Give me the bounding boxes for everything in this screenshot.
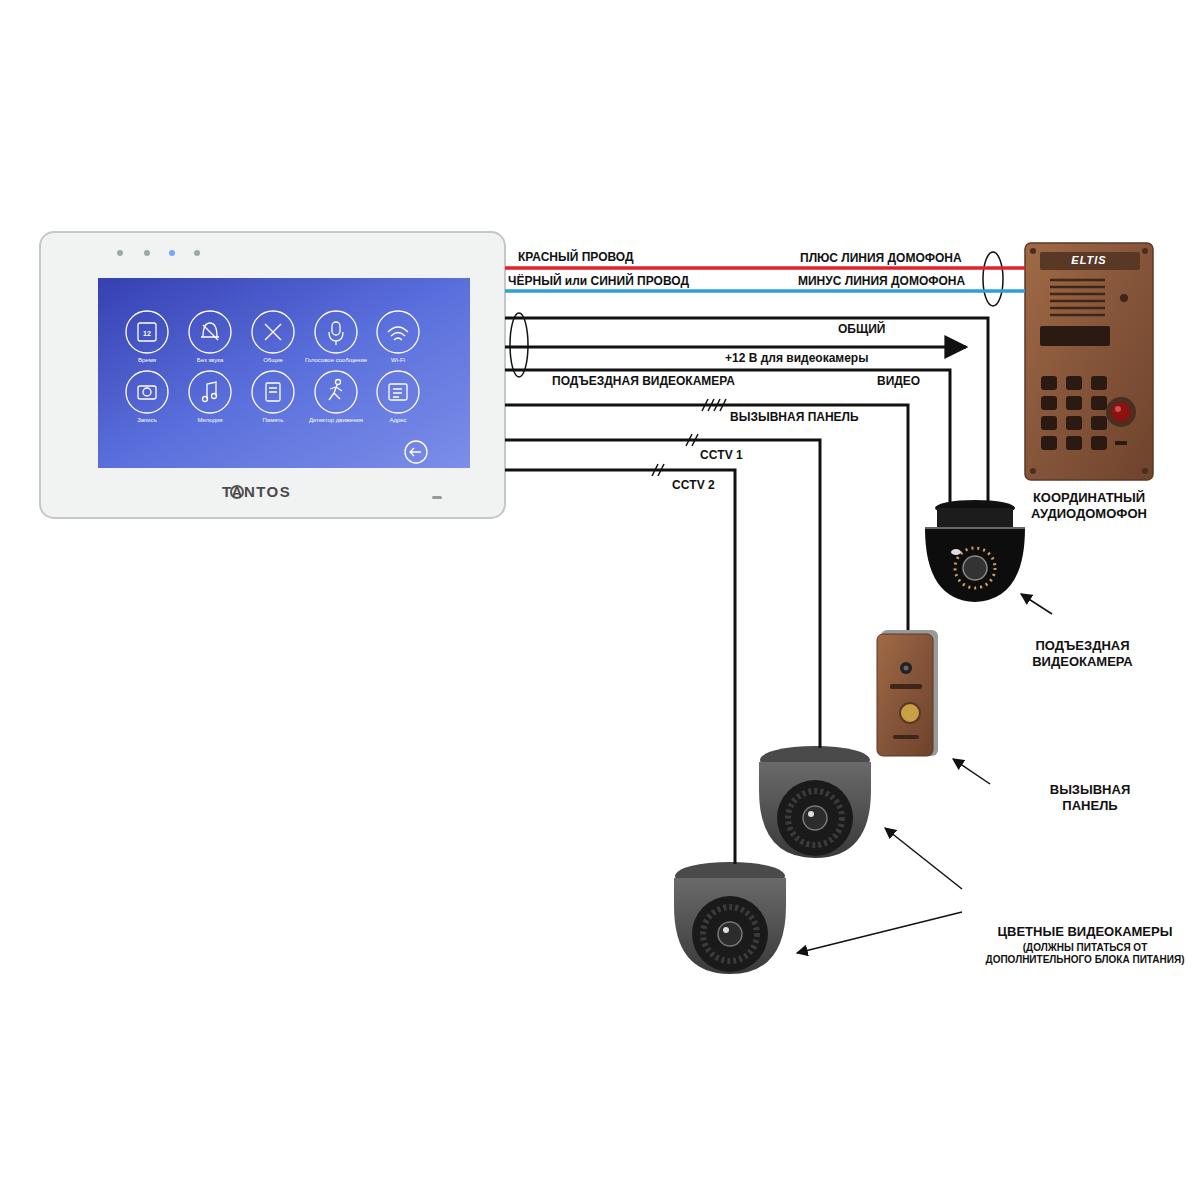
- screen-icon-label: Время: [107, 357, 187, 363]
- audio-intercom-panel: [1025, 243, 1153, 480]
- wire-label: +12 В для видеокамеры: [725, 351, 868, 365]
- icon-glyph: 12: [137, 330, 157, 337]
- screen-icon-label: Детектор движения: [296, 417, 376, 423]
- video-monitor: TANTOS: [40, 232, 505, 518]
- wire-label: ВИДЕО: [877, 374, 920, 388]
- wire-label: ЧЁРНЫЙ или СИНИЙ ПРОВОД: [508, 274, 689, 288]
- wire-connector: [505, 318, 988, 502]
- screen-icon-label: Без звука: [170, 357, 250, 363]
- wire-connector: [505, 370, 950, 502]
- cctv-camera: [759, 746, 871, 858]
- entrance-camera: ПОДЪЕЗДНАЯ ВИДЕОКАМЕРА: [922, 502, 1028, 602]
- brand-logo: TANTOS: [222, 482, 342, 501]
- device-caption: КООРДИНАТНЫЙ АУДИОДОМОФОН: [1000, 490, 1178, 522]
- wire-label: МИНУС ЛИНИЯ ДОМОФОНА: [798, 274, 965, 288]
- wire-label: CCTV 2: [672, 478, 715, 492]
- cable-count-marks: [652, 399, 726, 476]
- brand-logo: ELTIS: [1025, 253, 1153, 267]
- screen-icon-label: Голосовое сообщение: [296, 357, 376, 363]
- screen-icon-label: Общие: [233, 357, 313, 363]
- wire-connector: [505, 289, 1025, 293]
- wire-label: ПОДЪЕЗДНАЯ ВИДЕОКАМЕРА: [552, 374, 735, 388]
- entrance-camera: [925, 500, 1025, 602]
- wire-connector: [505, 405, 908, 630]
- screen-icon-label: Адрес: [358, 417, 438, 423]
- monitor-illustration: [40, 232, 505, 518]
- bundle-ellipse: [510, 252, 1003, 377]
- wire-label: ПЛЮС ЛИНИЯ ДОМОФОНА: [800, 251, 962, 265]
- call-panel: [877, 630, 938, 756]
- wire-connector: [505, 266, 1025, 270]
- screen-icon-label: Память: [233, 417, 313, 423]
- intercom-panel: ELTISКООРДИНАТНЫЙ АУДИОДОМОФОН: [1025, 243, 1153, 480]
- wire-label: КРАСНЫЙ ПРОВОД: [518, 250, 634, 264]
- wire-label: CCTV 1: [700, 448, 743, 462]
- screen-icon-label: Мелодия: [170, 417, 250, 423]
- screen-icon-label: Wi-Fi: [358, 357, 438, 363]
- screen-icon-label: Запись: [107, 417, 187, 423]
- call-panel: ВЫЗЫВНАЯ ПАНЕЛЬ: [877, 630, 938, 756]
- wire-label: ВЫЗЫВНАЯ ПАНЕЛЬ: [730, 410, 859, 424]
- callout-arrow: [797, 594, 1052, 953]
- device-caption: ПОДЪЕЗДНАЯ ВИДЕОКАМЕРА: [1000, 638, 1165, 670]
- device-caption: ЦВЕТНЫЕ ВИДЕОКАМЕРЫ: [975, 924, 1195, 940]
- device-note: (ДОЛЖНЫ ПИТАТЬСЯ ОТ ДОПОЛНИТЕЛЬНОГО БЛОК…: [975, 942, 1195, 966]
- extra-wires: [505, 347, 966, 864]
- wire-label: ОБЩИЙ: [838, 322, 885, 336]
- cctv-camera: [674, 862, 786, 974]
- device-caption: ВЫЗЫВНАЯ ПАНЕЛЬ: [1025, 782, 1155, 814]
